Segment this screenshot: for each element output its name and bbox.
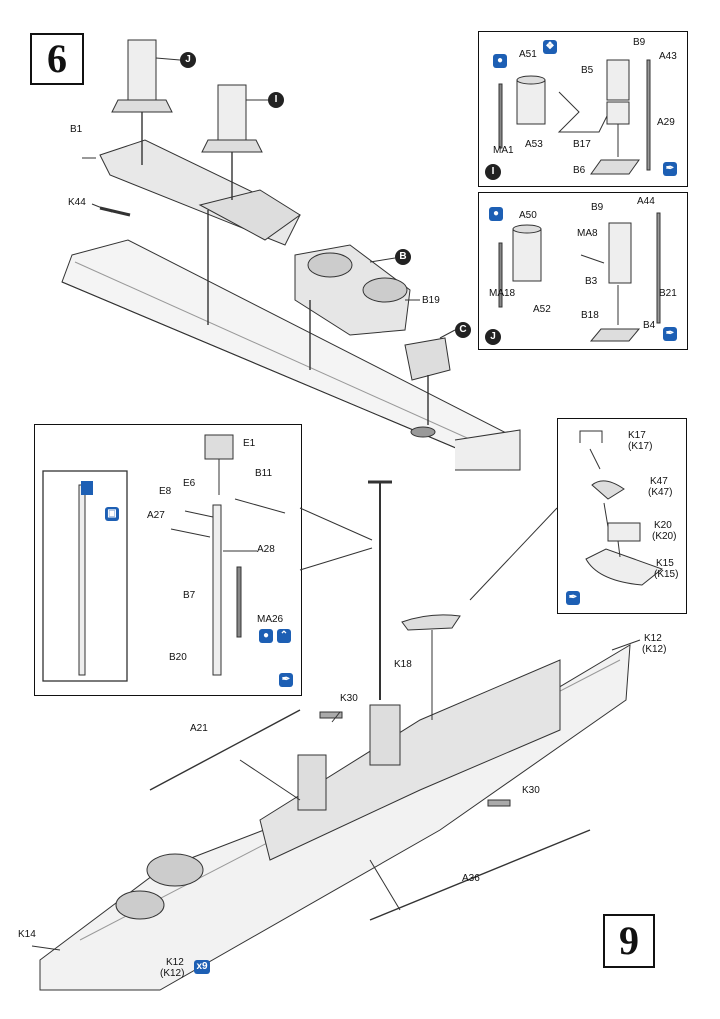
part-label-B6: B6 [573,165,586,176]
part-label-A36: A36 [462,873,480,884]
brush-icon: ✒ [663,327,677,341]
part-label-B19: B19 [422,295,440,306]
part-label-B20: B20 [169,652,187,663]
part-label-K12-bottom: K12 [166,957,184,968]
part-label-A29: A29 [657,117,675,128]
part-label-A52: A52 [533,304,551,315]
part-label-A50: A50 [519,210,537,221]
part-label-K15: K15 [656,558,674,569]
paint-drop-icon: ● [259,629,273,643]
part-label-E1: E1 [243,438,256,449]
part-label-B7: B7 [183,590,196,601]
part-label-B9: B9 [591,202,604,213]
inset-I-drawing [498,59,651,175]
part-label-MA1: MA1 [493,145,514,156]
part-label-K18: K18 [394,659,412,670]
inset-J-drawing [498,212,661,342]
part-label-B5: B5 [581,65,594,76]
part-label-A51: A51 [519,49,537,60]
part-label-K44: K44 [68,197,86,208]
part-label-K47-alt: (K47) [648,487,673,498]
boat-inset: ✒ K17 (K17) K47 (K47) K20 (K20) K15 (K15… [557,418,687,614]
part-label-A27: A27 [147,510,165,521]
part-label-B4: B4 [643,320,656,331]
step-number-6: 6 [30,33,84,85]
mast-inset-drawing [42,434,286,682]
part-label-MA8: MA8 [577,228,598,239]
part-label-MA18: MA18 [489,288,516,299]
inset-I: I ● ❖ ✒ A51 B9 A43 B5 A29 MA1 A53 B17 B6 [478,31,688,187]
part-label-E8: E8 [159,486,172,497]
part-label-B1: B1 [70,124,83,135]
part-label-A43: A43 [659,51,677,62]
part-label-B3: B3 [585,276,598,287]
brush-icon: ✒ [566,591,580,605]
part-label-K17: K17 [628,430,646,441]
part-label-K12-alt: (K12) [642,644,667,655]
brush-icon: ✒ [663,162,677,176]
part-label-A21: A21 [190,723,208,734]
part-label-A44: A44 [637,196,655,207]
paint-drop-icon: ● [489,207,503,221]
part-label-K20-alt: (K20) [652,531,677,542]
part-label-K47: K47 [650,476,668,487]
inset-I-marker: I [485,164,501,180]
brush-icon: ✒ [279,673,293,687]
paint-drop-icon: ● [493,54,507,68]
part-label-K15-alt: (K15) [654,569,679,580]
quantity-badge: x9 [194,960,210,974]
callout-J: J [180,52,196,68]
part-label-K30-b: K30 [522,785,540,796]
part-label-B18: B18 [581,310,599,321]
callout-I: I [268,92,284,108]
part-label-E6: E6 [183,478,196,489]
part-label-A53: A53 [525,139,543,150]
part-label-B17: B17 [573,139,591,150]
part-label-K30: K30 [340,693,358,704]
boat-inset-drawing [579,430,664,586]
part-label-K12-bottom-alt: (K12) [160,968,185,979]
callout-B: B [395,249,411,265]
inset-J: J ● ✒ A50 B9 A44 MA8 B3 B21 MA18 A52 B18… [478,192,688,350]
part-label-K20: K20 [654,520,672,531]
inset-J-marker: J [485,329,501,345]
part-label-B9: B9 [633,37,646,48]
part-label-B11: B11 [255,468,273,479]
glue-icon: ❖ [543,40,557,54]
part-label-K17-alt: (K17) [628,441,653,452]
photo-etch-icon: ▣ [105,507,119,521]
part-label-MA26: MA26 [257,614,284,625]
bend-icon: ⌃ [277,629,291,643]
part-label-B21: B21 [659,288,677,299]
mast-inset: ▣ ● ⌃ ✒ E1 B11 E8 E6 A27 A28 B7 MA26 B20 [34,424,302,696]
part-label-A28: A28 [257,544,275,555]
part-label-K14: K14 [18,929,36,940]
part-label-K12: K12 [644,633,662,644]
callout-C: C [455,322,471,338]
